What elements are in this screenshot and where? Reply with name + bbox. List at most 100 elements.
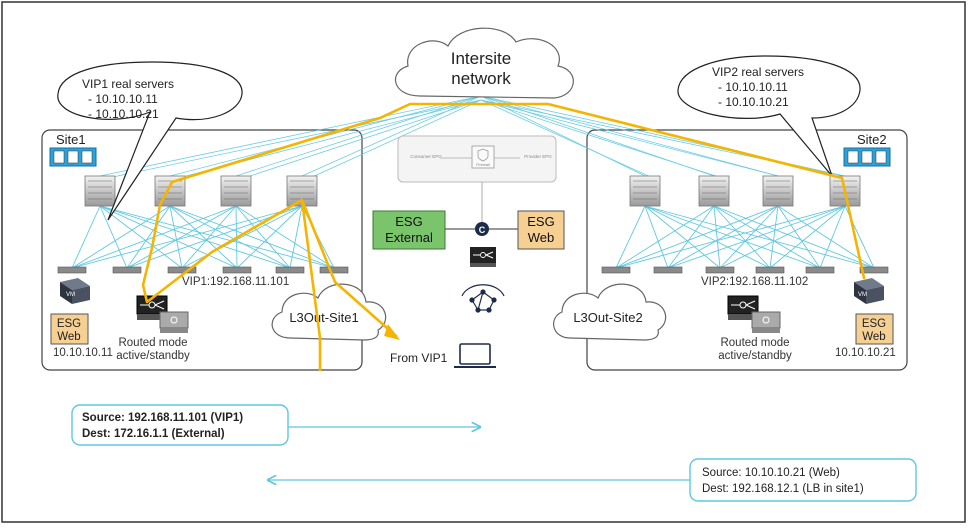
spines: [84, 175, 861, 207]
fabric-link: [169, 205, 183, 269]
intersite-cloud: Intersite network: [394, 27, 574, 99]
site1-callout-item: - 10.10.10.21: [88, 107, 159, 121]
fabric-link: [667, 205, 779, 269]
site1-l3out-label: L3Out-Site1: [289, 310, 358, 325]
leaf-switch-icon: [275, 266, 305, 274]
vm-label: VM: [66, 292, 75, 298]
leaf-switch-icon: [705, 266, 735, 274]
site1-l3out-cloud: L3Out-Site1: [271, 283, 387, 341]
fabric-link: [99, 205, 335, 269]
request-flow-box: Source: 192.168.11.101 (VIP1) Dest: 172.…: [71, 404, 289, 446]
intersite-link: [480, 99, 787, 179]
cloud-label-line2: network: [451, 69, 511, 88]
laptop-icon: [454, 343, 496, 368]
spine-switch-icon: [154, 175, 186, 207]
fabric-link: [713, 205, 875, 269]
site1-esg-line1: ESG: [57, 318, 81, 330]
fabric-link: [99, 205, 238, 269]
site2-lb-state: active/standby: [718, 350, 792, 362]
cloud-label-line1: Intersite: [451, 49, 511, 68]
fabric-link: [289, 205, 303, 269]
intersite-link: [480, 99, 723, 179]
apic-icon-site1: [49, 147, 97, 167]
leaf-switch-icon: [167, 266, 197, 274]
site2-container: [586, 129, 908, 371]
fabric-link: [777, 205, 875, 269]
fabric-link: [769, 205, 846, 269]
response-flow-box: Source: 10.10.10.21 (Web) Dest: 192.168.…: [689, 458, 917, 502]
fabric-link: [615, 205, 715, 269]
site2-callout-item: - 10.10.10.21: [718, 95, 789, 109]
fabric-link: [769, 205, 779, 269]
fabric-link: [667, 205, 715, 269]
site1-esg-web: ESG Web: [50, 313, 89, 345]
esg-external-line2: External: [385, 230, 433, 245]
contract-provider-label: Provider EPG: [524, 154, 552, 159]
from-vip1-label: From VIP1: [390, 351, 448, 365]
intersite-link: [99, 95, 482, 177]
site2-l3out-cloud: L3Out-Site2: [553, 283, 667, 341]
site1-esg-line2: Web: [57, 331, 80, 343]
fabric-link: [71, 205, 171, 269]
fabric-link: [126, 205, 237, 269]
apic-icon-site2: [843, 147, 891, 167]
fabric-link: [819, 205, 846, 269]
service-device-icon: [470, 247, 496, 267]
intersite-link: [480, 95, 779, 177]
fabric-link: [169, 205, 238, 269]
site2-server-ip: 10.10.10.21: [835, 347, 896, 359]
site2-label: Site2: [857, 132, 887, 147]
contract-icon: C: [475, 222, 489, 236]
site2-vip-label: VIP2:192.168.11.102: [701, 276, 808, 288]
fabric-link: [615, 205, 646, 269]
leaf-switch-icon: [601, 266, 631, 274]
leaf-switch-icon: [112, 266, 142, 274]
leaf-switch-icon: [805, 266, 835, 274]
fabric-link: [71, 205, 101, 269]
fabric-link: [644, 205, 771, 269]
spine-switch-icon: [220, 175, 252, 207]
site1-callout: VIP1 real servers - 10.10.10.11 - 10.10.…: [57, 61, 243, 221]
fabric-link: [181, 205, 237, 269]
fabric-link: [235, 205, 291, 269]
contract-consumer-label: Consumer EPG: [410, 154, 442, 159]
spine-switch-icon: [698, 175, 730, 207]
site1-lb-mode: Routed mode: [118, 337, 187, 349]
site1-callout-item: - 10.10.10.11: [88, 92, 158, 106]
spine-switch-icon: [762, 175, 794, 207]
fabric-link: [644, 205, 875, 269]
intersite-link: [243, 99, 482, 179]
site1-lb-state: active/standby: [116, 350, 190, 362]
esg-external-box: ESG External: [372, 210, 446, 250]
vm-icon-site1: VM: [60, 278, 90, 304]
fabric-link: [99, 205, 183, 269]
site2-callout: VIP2 real servers - 10.10.10.11 - 10.10.…: [677, 55, 861, 177]
site2-lb-mode: Routed mode: [720, 337, 789, 349]
fabric-link: [99, 205, 128, 269]
response-dest: Dest: 192.168.12.1 (LB in site1): [702, 483, 864, 495]
site1-server-ip: 10.10.10.11: [53, 347, 113, 359]
esg-web-line2: Web: [528, 230, 555, 245]
fabric-link: [644, 205, 821, 269]
leaf-switch-icon: [319, 266, 349, 274]
fabric-link: [71, 205, 303, 269]
site1-vip-label: VIP1:192.168.11.101: [182, 276, 289, 288]
leaf-switch-icon: [755, 266, 785, 274]
traffic-arrowhead: [384, 324, 400, 340]
site1-label: Site1: [56, 132, 86, 147]
intersite-link: [235, 95, 482, 177]
fabric-link: [667, 205, 846, 269]
fabric-link: [615, 205, 846, 269]
site1-callout-title: VIP1 real servers: [82, 77, 174, 91]
contract-firewall-label: Firewall: [476, 162, 490, 167]
vm-label: VM: [858, 292, 867, 298]
esg-web-line1: ESG: [527, 214, 554, 229]
esg-web-box: ESG Web: [517, 210, 565, 250]
leaves: [57, 266, 889, 274]
leaf-switch-icon: [859, 266, 889, 274]
fabric-link: [644, 205, 721, 269]
intersite-link: [301, 95, 482, 177]
site2-l3out-label: L3Out-Site2: [573, 310, 642, 325]
fabric-link: [719, 205, 779, 269]
